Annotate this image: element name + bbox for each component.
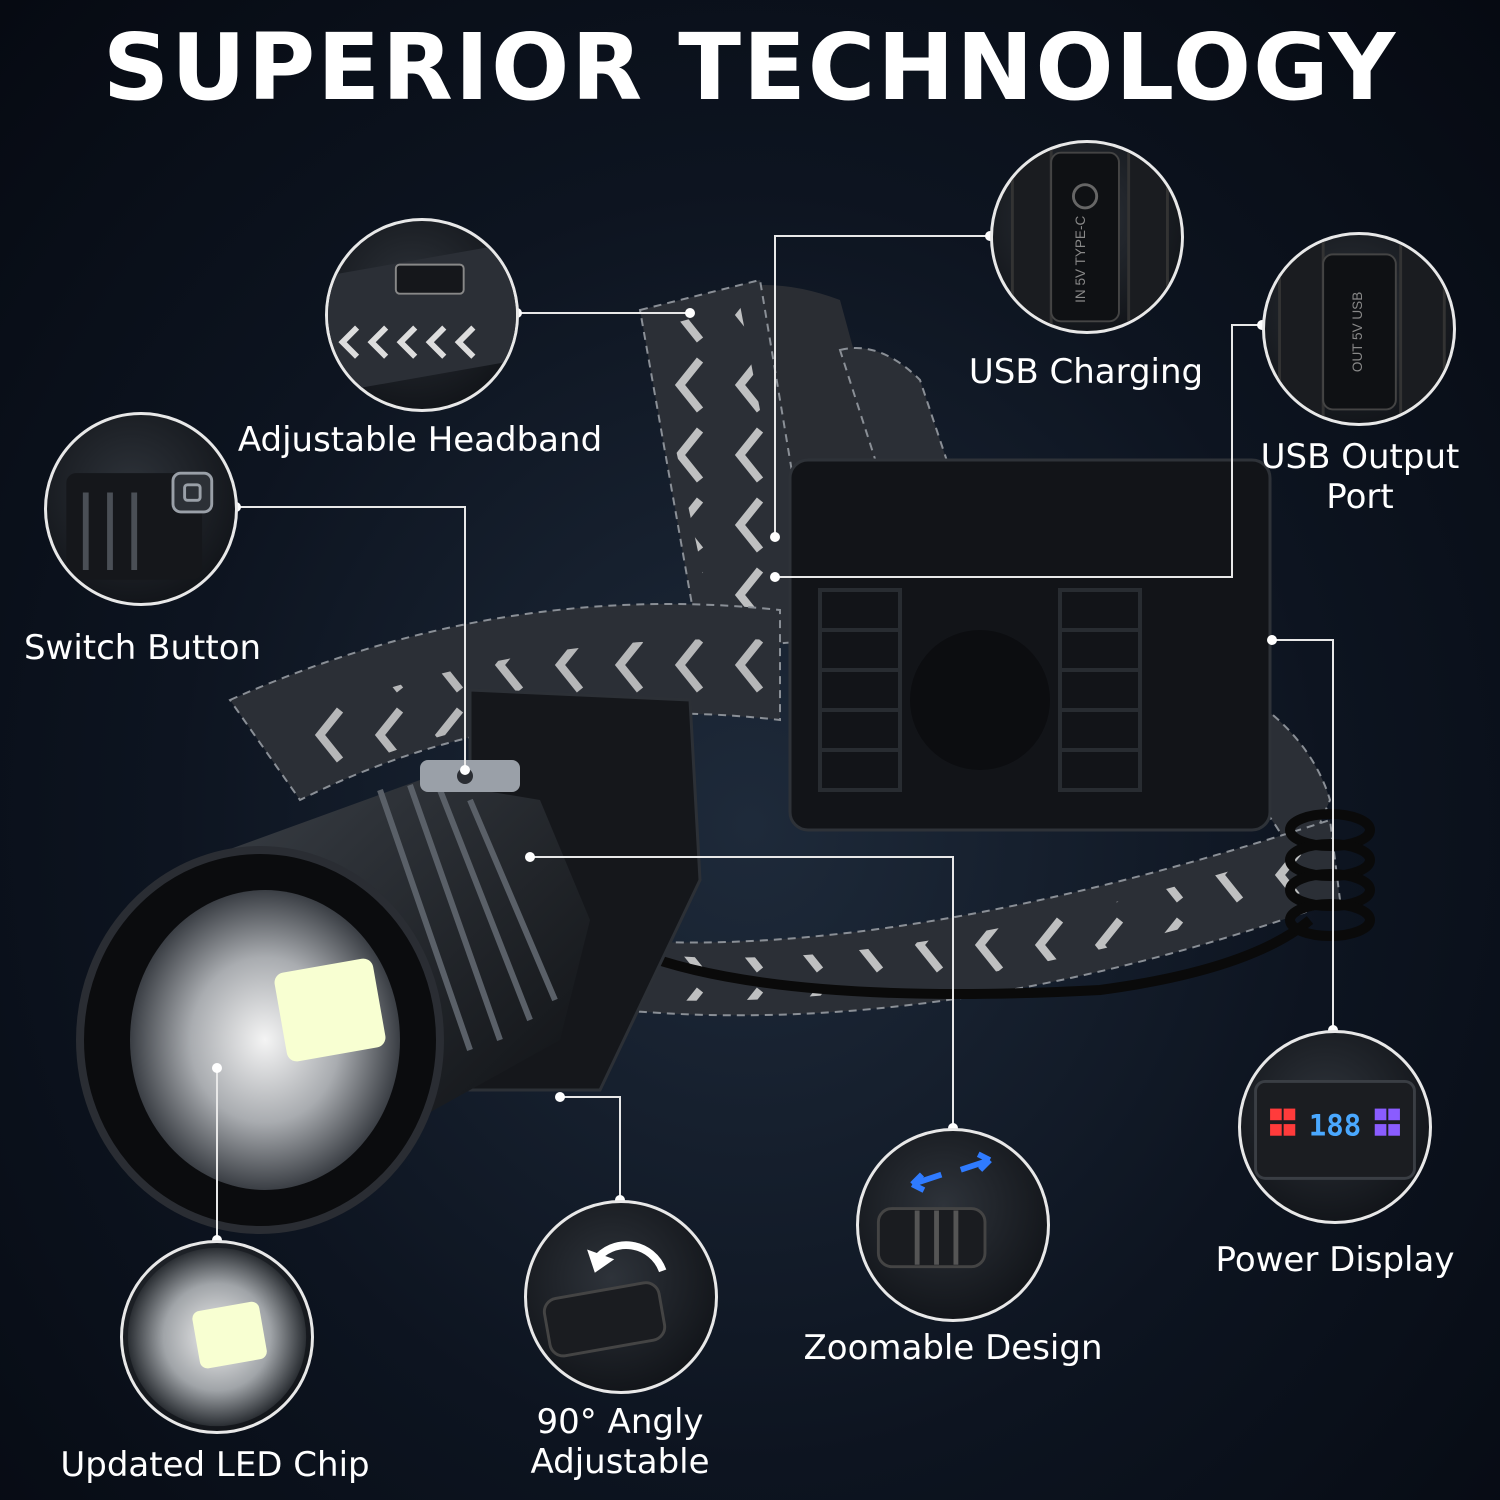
usb-output-detail-circle: OUT 5V USB [1262,232,1456,426]
callout-lines [216,235,1334,1240]
label-angle-adjustable: 90° Angly Adjustable [530,1402,710,1482]
label-power-display: Power Display [1215,1240,1455,1280]
label-zoomable-design: Zoomable Design [803,1328,1103,1368]
label-led-chip: Updated LED Chip [60,1445,370,1485]
led-chip-detail-circle [120,1240,314,1434]
usb-in-marking: IN 5V TYPE-C [1073,216,1088,303]
power-display-detail-circle: 188 [1238,1030,1432,1224]
headline: SUPERIOR TECHNOLOGY [102,14,1398,121]
zoom-in-arrow-icon [910,1171,943,1193]
label-adjustable-headband: Adjustable Headband [237,420,603,460]
zoom-detail-circle [856,1128,1050,1322]
label-usb-charging: USB Charging [968,352,1204,392]
rotate-arrow-icon [591,1241,667,1273]
led-chip [274,958,386,1062]
display-reading: 188 [1309,1109,1362,1143]
label-usb-output-port: USB Output Port [1260,437,1460,517]
switch-detail-circle [44,412,238,606]
headband-detail-circle [325,218,519,412]
label-switch-button: Switch Button [23,628,262,668]
zoom-out-arrow-icon [959,1151,992,1173]
battery-box [788,458,1272,832]
usb-out-marking: OUT 5V USB [1350,292,1365,372]
lamp-head [76,760,590,1234]
angle-detail-circle [524,1200,718,1394]
usb-charging-detail-circle: IN 5V TYPE-C [990,140,1184,334]
